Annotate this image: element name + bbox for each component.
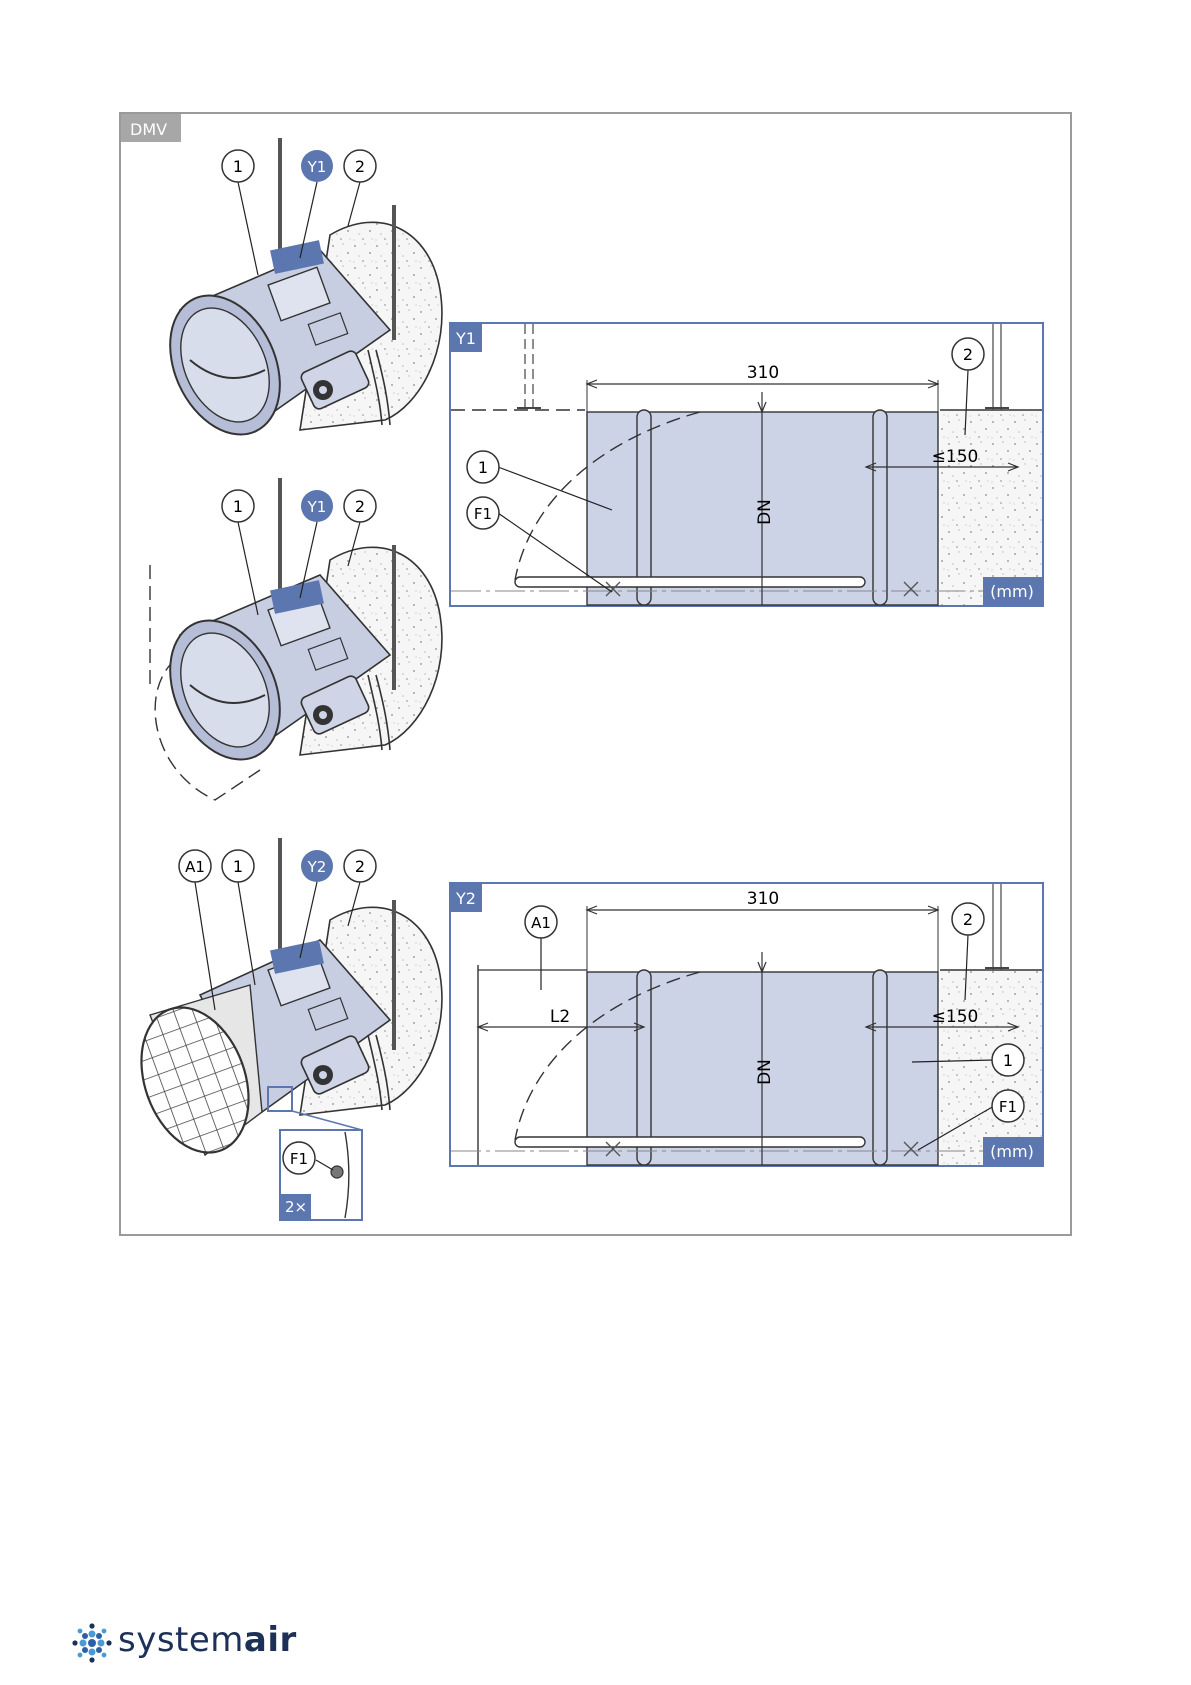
detail-tag-label: Y2 [455,889,476,908]
dim-diameter: DN [755,499,775,525]
callout-f1-label: F1 [999,1098,1017,1116]
damper-illustration-1: 1 Y1 2 [149,138,442,452]
callout-y1-label: Y1 [307,158,327,176]
callout-2-label: 2 [963,910,973,929]
callout-1-label: 1 [478,458,488,477]
dim-width: 310 [747,363,779,383]
dim-length: L2 [550,1007,570,1027]
callout-y1-label: Y1 [307,498,327,516]
damper-illustration-2: 1 Y1 2 [149,478,442,800]
callout-1-label: 1 [233,157,243,176]
callout-2-label: 2 [355,157,365,176]
unit-label: (mm) [990,582,1034,601]
dim-gap: ≤150 [932,447,979,467]
count-badge-label: 2× [285,1198,307,1216]
systemair-logo-icon [72,1623,111,1662]
detail-y2: DN 310 L2 ≤150 Y2 (mm) A1 2 1 F1 [450,883,1043,1166]
brand-name: systemair [118,1623,297,1657]
callout-2-label: 2 [355,857,365,876]
detail-tag-label: Y1 [455,329,476,348]
callout-f1-label: F1 [474,505,492,523]
detail-y1: DN 310 ≤150 Y1 (mm) 1 F1 2 [450,323,1043,606]
callout-f1-label: F1 [290,1150,308,1168]
callout-y2-label: Y2 [307,858,327,876]
callout-2-label: 2 [355,497,365,516]
dim-diameter: DN [755,1059,775,1085]
unit-label: (mm) [990,1142,1034,1161]
callout-a1-label: A1 [531,914,551,932]
brand-logo: systemair [118,1623,297,1657]
callout-1-label: 1 [233,857,243,876]
panel-tag-label: DMV [130,120,167,139]
callout-2-label: 2 [963,345,973,364]
callout-1-label: 1 [233,497,243,516]
callout-1-label: 1 [1003,1051,1013,1070]
damper-illustration-3: F1 2× A1 1 Y2 2 [122,838,442,1220]
dim-gap: ≤150 [932,1007,979,1027]
dim-width: 310 [747,889,779,909]
callout-a1-label: A1 [185,858,205,876]
